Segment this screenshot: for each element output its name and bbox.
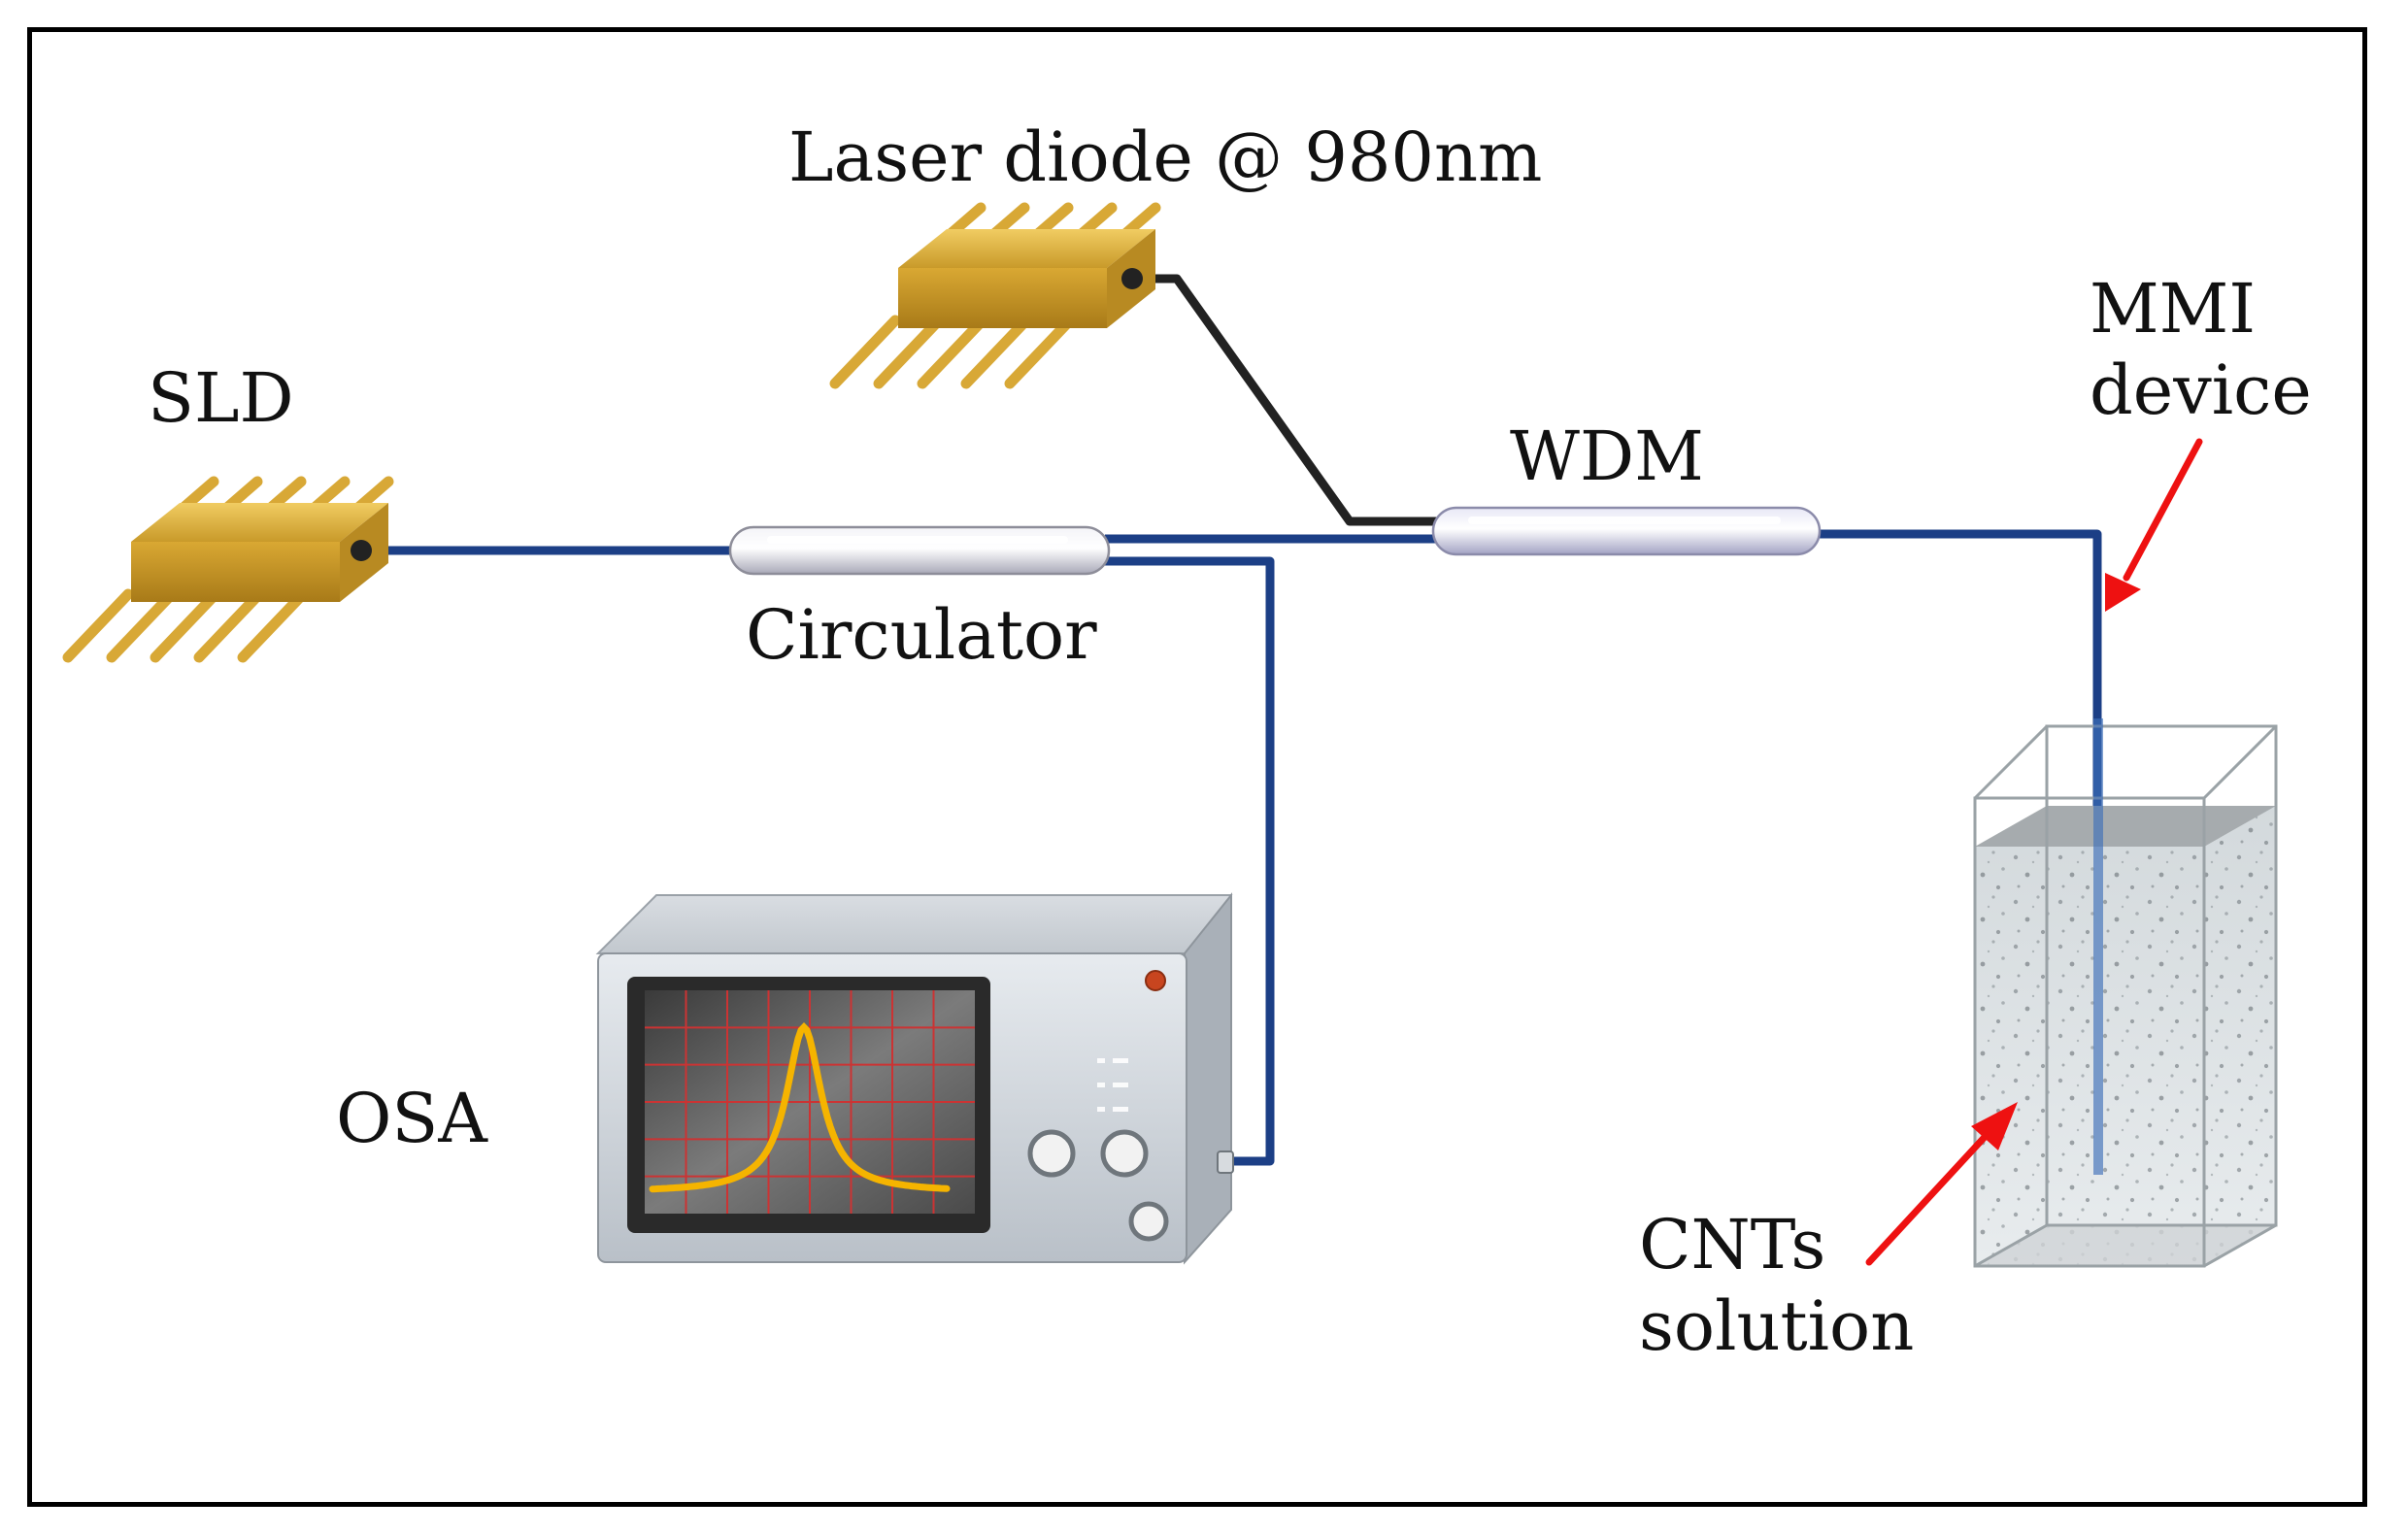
power-led-icon	[1145, 970, 1166, 991]
fiber-circulator-to-osa	[1105, 556, 1275, 1166]
label-laser-diode: Laser diode @ 980nm	[788, 117, 1543, 197]
label-circulator: Circulator	[746, 595, 1097, 675]
arrow-cnts-head-icon	[1971, 1102, 2018, 1150]
arrow-mmi-device	[2123, 438, 2203, 582]
osa-grid	[645, 990, 975, 1214]
label-wdm: WDM	[1510, 417, 1704, 496]
arrows	[1865, 438, 2203, 1266]
fiber-port	[1217, 1150, 1234, 1174]
circulator-coupler	[728, 525, 1111, 576]
arrow-cnts-solution	[1865, 1132, 1990, 1266]
osa-spectrum-trace	[649, 1021, 951, 1193]
mmi-device-fiber	[2093, 718, 2103, 1175]
osa-instrument	[595, 892, 1234, 1265]
wdm-coupler	[1431, 506, 1822, 556]
fiber-network	[362, 274, 2102, 1177]
osa-knobs	[1027, 1129, 1169, 1242]
label-mmi-line1: MMI	[2090, 269, 2257, 349]
label-sld: SLD	[148, 358, 294, 438]
label-cnts-line1: CNTs	[1639, 1205, 1826, 1284]
sld-chip	[62, 476, 394, 663]
laser-diode-chip	[829, 202, 1161, 389]
label-mmi-line2: device	[2090, 350, 2312, 430]
label-osa: OSA	[336, 1079, 487, 1158]
fiber-laser-to-wdm	[1141, 274, 1437, 526]
label-cnts-line2: solution	[1639, 1286, 1915, 1366]
arrow-mmi-head-icon	[2105, 573, 2141, 612]
cnts-container	[1973, 718, 2278, 1268]
